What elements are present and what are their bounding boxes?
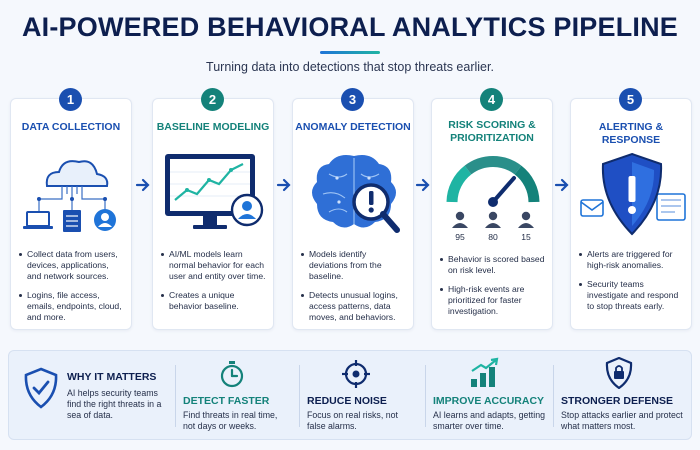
cloud-network-icon xyxy=(23,160,116,232)
arrow-right-icon xyxy=(135,178,150,192)
benefit-desc: Find threats in real time, not days or w… xyxy=(183,410,278,431)
step-card-baseline-modeling: BASELINE MODELING AI/ML models learn nor… xyxy=(152,98,274,330)
bar-chart-up-icon xyxy=(471,357,499,387)
monitor-chart-icon xyxy=(165,154,264,229)
step-card-alerting-response: ALERTING & RESPONSE Alerts are triggered… xyxy=(570,98,692,330)
why-it-matters-panel: WHY IT MATTERS AI helps security teams f… xyxy=(8,350,692,440)
step-badge-3: 3 xyxy=(341,88,364,111)
page-subtitle: Turning data into detections that stop t… xyxy=(206,60,494,74)
step-title: RISK SCORING & PRIORITIZATION xyxy=(434,119,550,145)
benefit-title: IMPROVE ACCURACY xyxy=(433,395,545,407)
step-badge-4: 4 xyxy=(480,88,503,111)
bullet: Detects unusual logins, access patterns,… xyxy=(301,290,407,323)
benefit-title: REDUCE NOISE xyxy=(307,395,387,407)
step-bullets: Behavior is scored based on risk level. … xyxy=(440,254,546,325)
benefit-reduce-noise: REDUCE NOISE Focus on real risks, not fa… xyxy=(307,351,419,441)
benefit-desc: Stop attacks earlier and protect what ma… xyxy=(561,410,683,431)
benefit-desc: Focus on real risks, not false alarms. xyxy=(307,410,398,431)
step-title: DATA COLLECTION xyxy=(21,121,121,133)
bullet: AI/ML models learn normal behavior for e… xyxy=(161,249,267,282)
divider xyxy=(299,365,300,427)
step-badge-1: 1 xyxy=(59,88,82,111)
divider xyxy=(175,365,176,427)
step-badge-5: 5 xyxy=(619,88,642,111)
step-title-line: RISK SCORING & xyxy=(448,119,536,131)
brain-magnifier-icon xyxy=(312,155,400,233)
benefit-improve-accuracy: IMPROVE ACCURACY AI learns and adapts, g… xyxy=(433,351,545,441)
step-bullets: AI/ML models learn normal behavior for e… xyxy=(161,249,267,320)
title-underline xyxy=(320,51,380,54)
step-badge-2: 2 xyxy=(201,88,224,111)
step-card-risk-scoring: RISK SCORING & PRIORITIZATION 95 80 15 B… xyxy=(431,98,553,330)
bullet: Logins, file access, emails, endpoints, … xyxy=(19,290,125,323)
page-title: AI-POWERED BEHAVIORAL ANALYTICS PIPELINE xyxy=(21,12,679,42)
bullet: High-risk events are prioritized for fas… xyxy=(440,284,546,317)
why-title: WHY IT MATTERS xyxy=(67,371,157,383)
risk-score-low: 15 xyxy=(521,232,531,242)
arrow-right-icon xyxy=(554,178,569,192)
bullet: Alerts are triggered for high-risk anoma… xyxy=(579,249,685,271)
step-card-data-collection: DATA COLLECTION Collect data from users,… xyxy=(10,98,132,330)
step-card-anomaly-detection: ANOMALY DETECTION Models identify deviat… xyxy=(292,98,414,330)
shield-alert-icon xyxy=(580,152,686,236)
benefit-title: STRONGER DEFENSE xyxy=(561,395,674,407)
risk-score-high: 95 xyxy=(455,232,465,242)
shield-lock-icon xyxy=(605,357,633,389)
divider xyxy=(553,365,554,427)
step-bullets: Models identify deviations from the base… xyxy=(301,249,407,331)
step-title: ANOMALY DETECTION xyxy=(295,121,411,133)
risk-scores: 95 80 15 xyxy=(438,232,548,244)
why-desc: AI helps security teams find the right t… xyxy=(67,388,162,420)
step-title-line: PRIORITIZATION xyxy=(450,132,534,144)
benefit-desc: AI learns and adapts, getting smarter ov… xyxy=(433,410,545,431)
bullet: Behavior is scored based on risk level. xyxy=(440,254,546,276)
bullet: Creates a unique behavior baseline. xyxy=(161,290,267,312)
crosshair-icon xyxy=(342,360,370,388)
arrow-right-icon xyxy=(276,178,291,192)
step-title: ALERTING & RESPONSE xyxy=(598,121,664,146)
benefit-detect-faster: DETECT FASTER Find threats in real time,… xyxy=(183,351,293,441)
bullet: Collect data from users, devices, applic… xyxy=(19,249,125,282)
shield-check-icon xyxy=(24,367,58,409)
benefit-title: DETECT FASTER xyxy=(183,395,270,407)
step-bullets: Collect data from users, devices, applic… xyxy=(19,249,125,331)
benefit-stronger-defense: STRONGER DEFENSE Stop attacks earlier an… xyxy=(561,351,689,441)
step-bullets: Alerts are triggered for high-risk anoma… xyxy=(579,249,685,320)
bullet: Models identify deviations from the base… xyxy=(301,249,407,282)
risk-score-medium: 80 xyxy=(488,232,498,242)
arrow-right-icon xyxy=(415,178,430,192)
step-title: BASELINE MODELING xyxy=(156,121,270,133)
why-it-matters-section: WHY IT MATTERS AI helps security teams f… xyxy=(19,351,169,441)
bullet: Security teams investigate and respond t… xyxy=(579,279,685,312)
divider xyxy=(425,365,426,427)
gauge-icon xyxy=(446,156,540,228)
stopwatch-icon xyxy=(220,361,244,388)
